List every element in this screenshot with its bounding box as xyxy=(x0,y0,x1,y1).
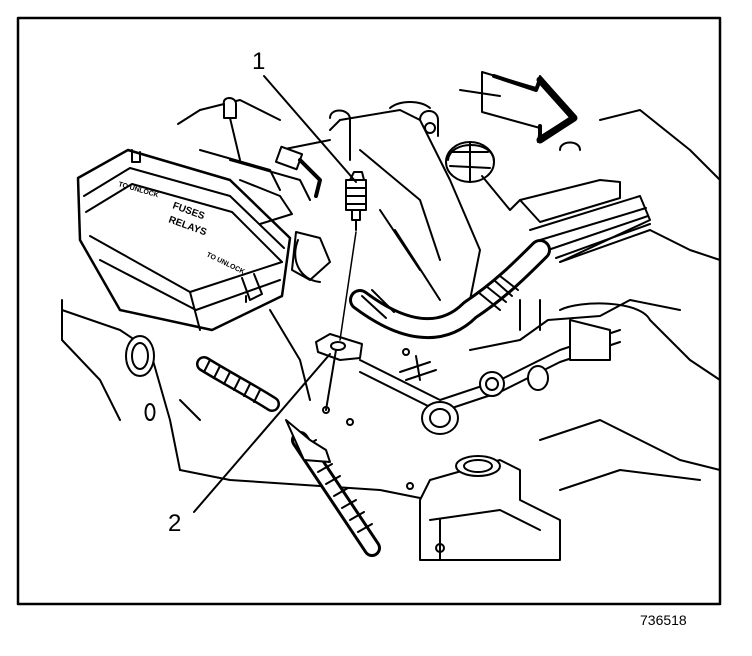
ribbed-wire-harness xyxy=(196,356,381,557)
fender-body xyxy=(61,99,431,501)
engine-block xyxy=(279,89,721,301)
leader-line-1 xyxy=(263,75,357,183)
diagram-border xyxy=(16,16,722,606)
callout-2-label: 2 xyxy=(168,510,182,537)
callout-1-label: 1 xyxy=(252,48,266,75)
leader-line-2 xyxy=(193,353,331,513)
upper-wiring xyxy=(199,97,331,283)
fuel-line-fittings xyxy=(359,299,721,435)
heater-hose xyxy=(349,239,551,340)
forward-direction-arrow xyxy=(481,71,578,144)
mounting-bracket xyxy=(315,333,363,414)
figure-id: 736518 xyxy=(640,612,687,628)
callout-leaders xyxy=(193,75,357,513)
fuse-relay-center: TO UNLOCK FUSES RELAYS TO UNLOCK xyxy=(76,148,292,332)
intake-grille xyxy=(519,179,721,263)
misc-details xyxy=(179,309,414,490)
frame-bracket xyxy=(419,419,721,561)
oil-fill-cap xyxy=(445,141,521,211)
